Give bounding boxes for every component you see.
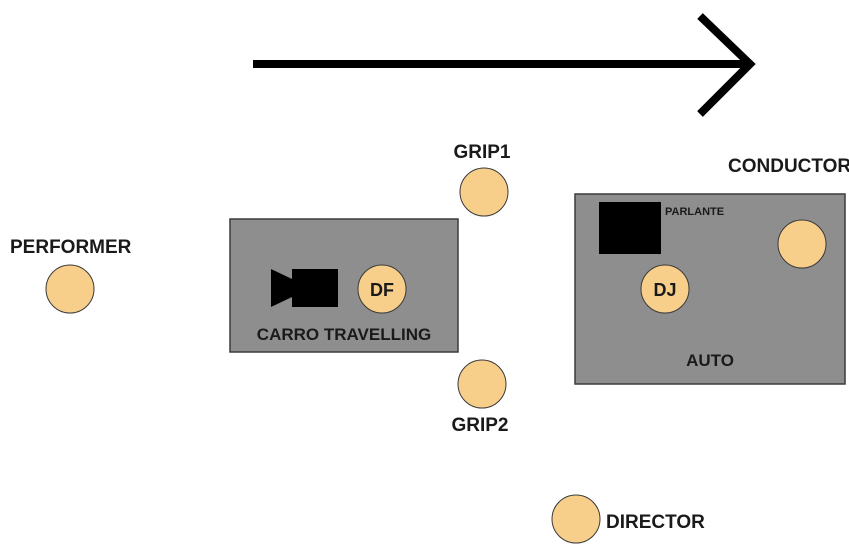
conductor-marker: [777, 219, 827, 269]
speaker-block-icon: [599, 202, 661, 254]
grip1-marker: [459, 167, 509, 217]
speaker-label: PARLANTE: [665, 206, 724, 218]
performer-marker: [45, 264, 95, 314]
video-camera-icon: [271, 269, 338, 307]
direction-arrow-icon: [253, 13, 756, 117]
dolly-cart-label: CARRO TRAVELLING: [257, 325, 431, 344]
df-marker: [357, 264, 407, 314]
grip2-label: GRIP2: [451, 415, 508, 436]
dolly-cart: DF CARRO TRAVELLING: [229, 218, 459, 353]
dj-label: DJ: [653, 280, 676, 300]
grip2-marker: [457, 359, 507, 409]
car-label: AUTO: [686, 351, 734, 370]
conductor-label: CONDUCTOR: [728, 156, 849, 177]
director-marker: [551, 494, 601, 544]
performer-label: PERFORMER: [10, 237, 132, 258]
director-label: DIRECTOR: [606, 512, 705, 533]
dolly-cart-body: [229, 218, 459, 353]
grip1-label: GRIP1: [453, 142, 510, 163]
df-label: DF: [370, 280, 394, 300]
dj-marker: [640, 264, 690, 314]
car: PARLANTE DJ AUTO: [574, 193, 846, 385]
